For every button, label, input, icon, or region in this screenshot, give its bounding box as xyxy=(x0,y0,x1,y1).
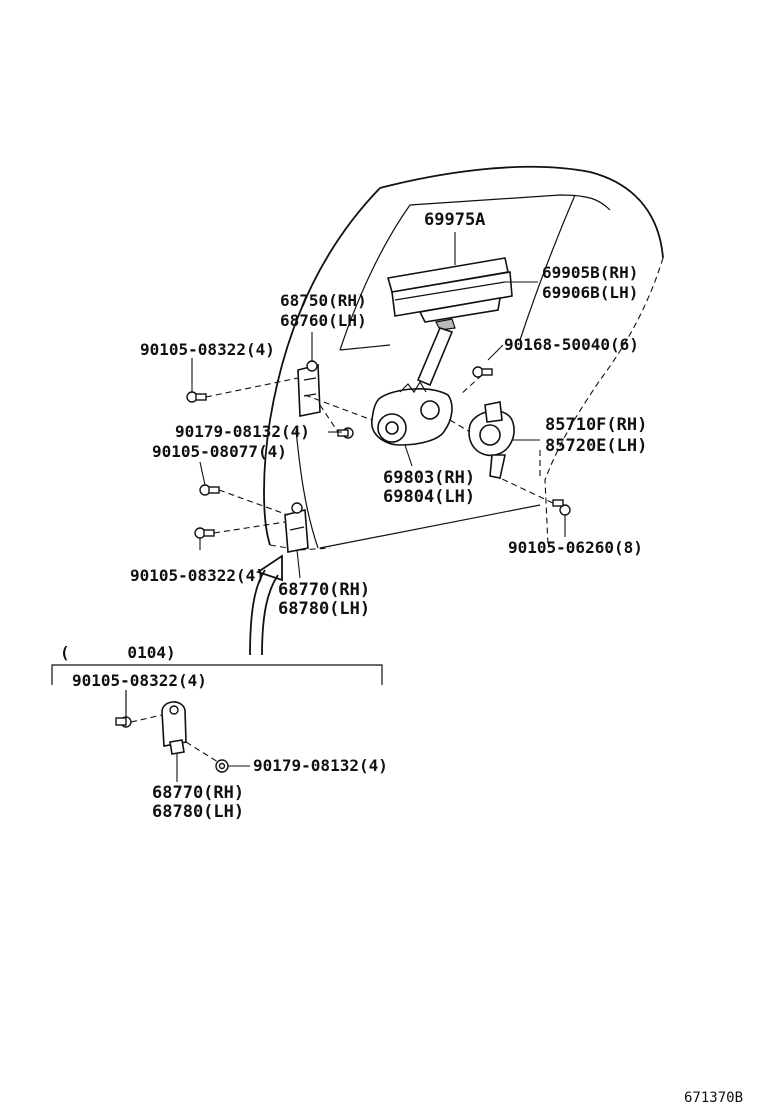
label-bolt-mid: 90105-08077(4) xyxy=(152,442,287,461)
label-hinge-upper-rh: 68750(RH) xyxy=(280,291,367,310)
window-regulator-part xyxy=(371,327,454,446)
label-bolt-lower-right: 90105-06260(8) xyxy=(508,538,643,557)
label-inset-range: ( 0104) xyxy=(60,643,176,662)
label-glass-run: 69975A xyxy=(424,210,485,230)
label-inset-hinge-rh: 68770(RH) xyxy=(152,783,244,803)
label-hinge-lower-lh: 68780(LH) xyxy=(278,599,370,619)
door-outline xyxy=(263,165,664,551)
figure-code: 671370B xyxy=(684,1090,743,1106)
label-glass-lh: 69906B(LH) xyxy=(542,283,638,302)
bolt-icon xyxy=(337,427,354,439)
label-hinge-lower-rh: 68770(RH) xyxy=(278,580,370,600)
connector-lines xyxy=(205,374,554,534)
label-inset-hinge-lh: 68780(LH) xyxy=(152,802,244,822)
label-regulator-lh: 69804(LH) xyxy=(383,487,475,507)
label-inset-nut: 90179-08132(4) xyxy=(253,756,388,775)
inset-detail-box xyxy=(51,664,383,782)
label-bolt-lower-left: 90105-08322(4) xyxy=(130,566,265,585)
label-inset-bolt: 90105-08322(4) xyxy=(72,671,207,690)
label-nut-upper: 90179-08132(4) xyxy=(175,422,310,441)
upper-hinge-part xyxy=(297,360,321,417)
bolt-icon xyxy=(472,366,493,378)
bolt-icon xyxy=(199,484,220,496)
bolt-icon xyxy=(194,527,215,539)
label-motor-rh: 85710F(RH) xyxy=(545,415,647,435)
bolt-icon xyxy=(186,391,207,403)
lower-hinge-part xyxy=(284,502,309,553)
part-labels: 69975A 69905B(RH) 69906B(LH) 68750(RH) 6… xyxy=(60,210,743,1106)
leader-lines xyxy=(191,232,566,579)
bolt-icon xyxy=(552,499,571,516)
window-motor-part xyxy=(468,401,515,479)
detail-arrow xyxy=(249,554,283,656)
bolt-icon xyxy=(115,716,132,728)
glass-run-part xyxy=(386,257,513,331)
label-bolt-upper-left: 90105-08322(4) xyxy=(140,340,275,359)
label-regulator-rh: 69803(RH) xyxy=(383,468,475,488)
label-hinge-upper-lh: 68760(LH) xyxy=(280,311,367,330)
nut-icon xyxy=(215,759,229,773)
label-bolt-right-top: 90168-50040(6) xyxy=(504,335,639,354)
label-motor-lh: 85720E(LH) xyxy=(545,436,647,456)
label-glass-rh: 69905B(RH) xyxy=(542,263,638,282)
